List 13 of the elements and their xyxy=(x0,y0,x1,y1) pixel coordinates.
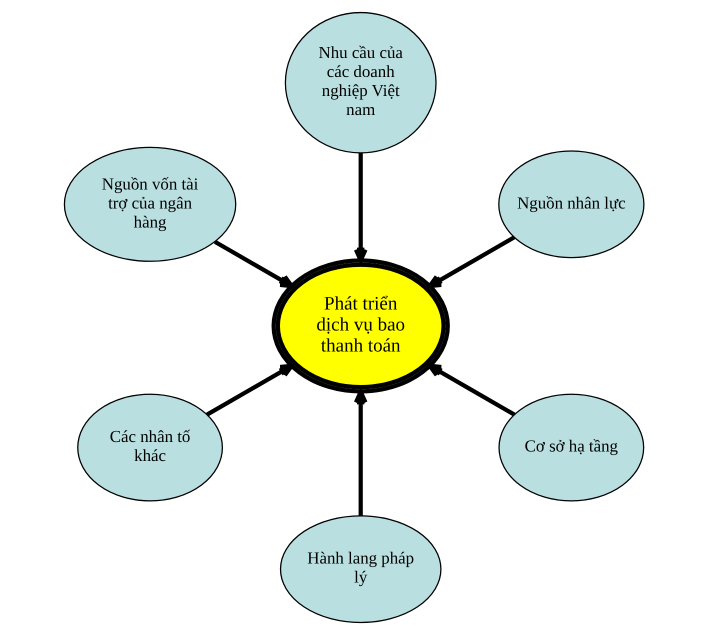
arrow xyxy=(427,235,516,288)
arrow xyxy=(214,240,294,288)
node-ellipse: Phát triển dịch vụ bao thanh toán xyxy=(272,258,450,394)
arrow xyxy=(354,389,368,516)
node-ellipse: Nguồn nhân lực xyxy=(498,150,645,258)
arrow xyxy=(427,364,516,416)
node-ellipse: Hành lang pháp lý xyxy=(280,515,442,624)
arrow xyxy=(206,364,294,416)
arrow xyxy=(354,153,368,263)
node-ellipse: Cơ sở hạ tầng xyxy=(498,394,644,502)
node-ellipse: Nguồn vốn tài trợ của ngân hàng xyxy=(64,146,236,262)
node-circle: Nhu cầu của các doanh nghiệp Việt nam xyxy=(284,12,437,154)
node-ellipse: Các nhân tố khác xyxy=(77,394,224,502)
